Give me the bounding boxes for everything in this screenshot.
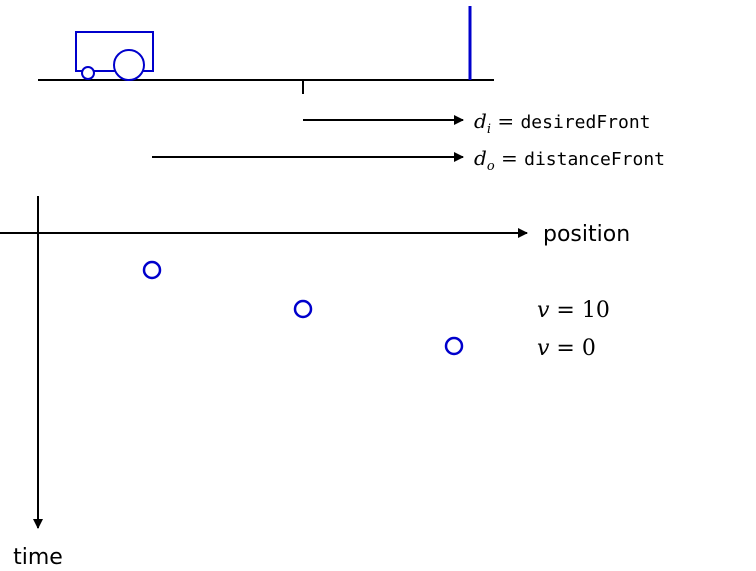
trajectory-point <box>444 336 464 356</box>
trajectory-point <box>142 260 162 280</box>
velocity-label: v = 0 <box>537 336 596 361</box>
car-rear-wheel <box>81 66 95 80</box>
velocity-label: v = 10 <box>537 298 610 323</box>
time-axis-label: time <box>13 545 63 570</box>
robot-car-icon <box>75 31 154 81</box>
measured-distance-label: do = distanceFront <box>474 146 665 174</box>
car-front-wheel <box>113 49 145 81</box>
trajectory-point <box>293 299 313 319</box>
position-axis-label: position <box>543 222 630 247</box>
desired-distance-label: di = desiredFront <box>474 109 651 137</box>
